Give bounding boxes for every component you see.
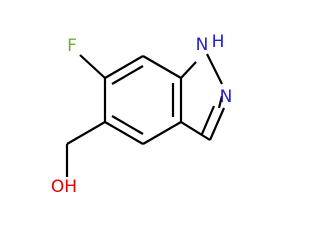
atom-nitrogen: N [220, 87, 233, 107]
bond-c7a-n1 [180, 61, 197, 79]
atom-hydrogen-nh: H [212, 32, 225, 52]
bond-c3-n2 [208, 107, 226, 141]
bond-c3a-c4 [142, 121, 182, 145]
pyrazole-ring [180, 53, 226, 141]
atom-hydroxyl: OH [51, 177, 77, 197]
bond-n2-c3-single [217, 95, 224, 109]
bond-double-c6-c7a [111, 65, 144, 85]
bond-c7a-c7 [142, 55, 182, 79]
bond-c3a-c3 [180, 121, 211, 141]
bond-c6-fluorine [79, 54, 106, 79]
bond-c6-c7a [104, 55, 144, 79]
bond-double-c4-c5 [111, 115, 144, 135]
bond-n1-n2 [206, 53, 223, 85]
benzene-ring [103, 55, 183, 145]
atom-fluorine: F [67, 36, 77, 56]
substituents [65, 54, 106, 177]
bond-double-c3-n2 [200, 105, 216, 135]
molecule-structure-diagram: F N H N OH [51, 32, 233, 197]
bond-c4-c5 [104, 121, 144, 145]
bond-c5-ch2 [66, 121, 106, 145]
atom-nitrogen-nh: N [196, 35, 209, 55]
